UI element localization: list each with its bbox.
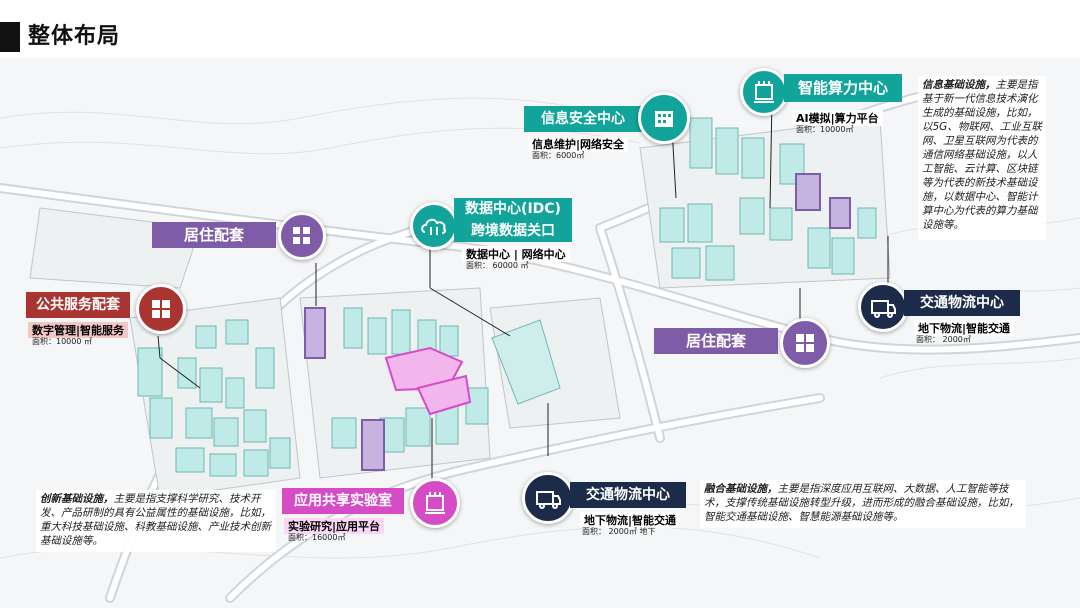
xinxi-icon-circle	[638, 92, 690, 144]
jiaotong-bottom-sub: 地下物流|智能交通	[580, 512, 681, 528]
label-juzhu-left[interactable]: 居住配套	[152, 212, 332, 262]
jiaotong-bottom-icon-circle	[522, 472, 574, 524]
title-marker	[0, 22, 20, 52]
chip-icon	[754, 81, 774, 103]
yingyong-icon-circle	[410, 478, 460, 528]
jiaotong-right-area: 面积： 2000㎡	[916, 335, 971, 344]
jiaotong-right-title: 交通物流中心	[904, 290, 1020, 316]
desc-xinxi-infra: 信息基础设施，主要是指基于新一代信息技术演化生成的基础设施，比如，以5G、物联网…	[918, 76, 1046, 240]
yingyong-title: 应用共享实验室	[282, 488, 404, 514]
xinxi-area: 面积：6000㎡	[532, 151, 585, 160]
desc-xinxi-term: 信息基础设施，	[922, 79, 996, 91]
idc-title-2: 跨境数据关口	[454, 220, 572, 242]
label-jiaotong-right[interactable]: 交通物流中心 地下物流|智能交通 面积： 2000㎡	[858, 282, 1028, 348]
jiaotong-right-sub: 地下物流|智能交通	[914, 320, 1015, 336]
yingyong-sub: 实验研究|应用平台	[284, 518, 385, 534]
gonggong-area: 面积：10000 ㎡	[32, 337, 92, 346]
desc-chuangxin-body: 主要是指支撑科学研究、技术开发、产品研制的具有公益属性的基础设施，比如，重大科技…	[40, 493, 271, 547]
truck-icon	[536, 491, 561, 509]
idc-area: 面积： 60000 ㎡	[466, 261, 529, 270]
grid-icon	[293, 227, 310, 244]
label-yingyong-lab[interactable]: 应用共享实验室 实验研究|应用平台 面积：16000㎡	[282, 478, 462, 544]
juzhu-left-title: 居住配套	[152, 222, 276, 248]
grid-icon	[152, 300, 170, 318]
zhineng-title: 智能算力中心	[784, 74, 902, 102]
idc-title-1: 数据中心(IDC)	[454, 198, 572, 220]
desc-chuangxin-infra: 创新基础设施，主要是指支撑科学研究、技术开发、产品研制的具有公益属性的基础设施，…	[36, 490, 276, 552]
chip-icon	[425, 492, 445, 514]
zhineng-area: 面积：10000㎡	[796, 125, 854, 134]
xinxi-sub: 信息维护|网络安全	[528, 136, 629, 152]
idc-sub: 数据中心 | 网络中心	[462, 246, 570, 262]
yingyong-area: 面积：16000㎡	[288, 533, 346, 542]
jiaotong-bottom-area: 面积： 2000㎡ 地下	[582, 527, 656, 536]
jiaotong-right-icon-circle	[858, 282, 908, 332]
label-juzhu-right[interactable]: 居住配套	[654, 318, 834, 368]
label-gonggong[interactable]: 公共服务配套 数字管理|智能服务 面积：10000 ㎡	[26, 284, 196, 354]
gonggong-title: 公共服务配套	[26, 292, 130, 318]
desc-chuangxin-term: 创新基础设施，	[40, 493, 114, 505]
desc-ronghe-term: 融合基础设施，	[704, 483, 778, 495]
juzhu-right-title: 居住配套	[654, 328, 778, 354]
truck-icon	[871, 300, 896, 318]
desc-ronghe-infra: 融合基础设施，主要是指深度应用互联网、大数据、人工智能等技术，支撑传统基础设施转…	[700, 480, 1026, 528]
building-icon	[655, 111, 673, 127]
label-xinxi-security[interactable]: 信息安全中心 信息维护|网络安全 面积：6000㎡	[524, 92, 700, 162]
gonggong-sub: 数字管理|智能服务	[28, 322, 129, 338]
cloud-icon	[421, 218, 447, 235]
desc-ronghe-body: 主要是指深度应用互联网、大数据、人工智能等技术，支撑传统基础设施转型升级，进而形…	[704, 483, 1019, 523]
juzhu-left-icon-circle	[278, 212, 326, 260]
desc-xinxi-body: 主要是指基于新一代信息技术演化生成的基础设施，比如，以5G、物联网、工业互联网、…	[922, 79, 1042, 231]
label-idc[interactable]: 数据中心(IDC) 跨境数据关口 数据中心 | 网络中心 面积： 60000 ㎡	[410, 196, 580, 276]
grid-icon	[796, 334, 814, 352]
gonggong-icon-circle	[136, 284, 186, 334]
zhineng-sub: AI模拟|算力平台	[792, 110, 883, 126]
jiaotong-bottom-title: 交通物流中心	[570, 482, 686, 508]
juzhu-right-icon-circle	[780, 318, 830, 368]
title-bar: 整体布局	[0, 18, 1080, 58]
zhineng-icon-circle	[740, 68, 788, 116]
xinxi-title: 信息安全中心	[524, 106, 642, 132]
label-jiaotong-bottom[interactable]: 交通物流中心 地下物流|智能交通 面积： 2000㎡ 地下	[522, 472, 692, 538]
label-zhineng-computing[interactable]: 智能算力中心 AI模拟|算力平台 面积：10000㎡	[740, 68, 910, 134]
page-title: 整体布局	[28, 24, 121, 49]
idc-icon-circle	[410, 202, 458, 250]
